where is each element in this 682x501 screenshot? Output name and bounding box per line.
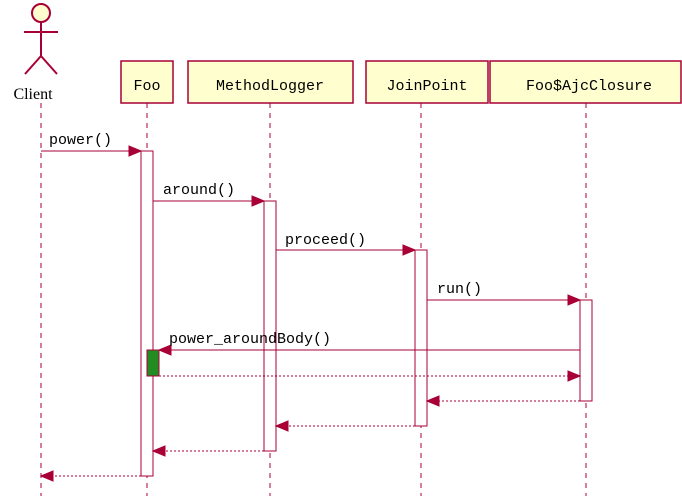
participant-box	[120, 60, 174, 104]
return-foo-to-client	[39, 470, 141, 482]
arrowhead-icon	[567, 294, 582, 306]
arrowhead-icon	[425, 395, 440, 407]
arrowhead-icon	[402, 244, 417, 256]
participant-label: Foo$AjcClosure	[526, 78, 652, 95]
message-run: run()	[427, 281, 582, 306]
stick-figure-actor-icon	[24, 3, 58, 75]
participant-label: JoinPoint	[386, 78, 467, 95]
arrowhead-icon	[567, 370, 582, 382]
arrowhead-icon	[274, 420, 289, 432]
activation-joinpoint	[414, 249, 428, 427]
return-ajcclosure-to-joinpoint	[425, 395, 580, 407]
arrowhead-icon	[251, 195, 266, 207]
participant-joinpoint: JoinPoint	[365, 60, 489, 104]
activation-ajcclosure	[579, 299, 593, 402]
message-label: around()	[163, 182, 235, 199]
message-label: power()	[49, 132, 112, 149]
message-label: power_aroundBody()	[169, 331, 331, 348]
activations	[140, 150, 593, 477]
activation-methodlogger	[263, 200, 277, 452]
message-label: run()	[437, 281, 482, 298]
arrowhead-icon	[39, 470, 54, 482]
messages: power() around() proceed() run() power_a…	[39, 132, 582, 482]
message-proceed: proceed()	[276, 232, 417, 256]
message-power-aroundbody: power_aroundBody()	[157, 331, 580, 356]
participant-label: Foo	[133, 78, 160, 95]
message-around: around()	[153, 182, 266, 207]
participant-foo: Foo	[120, 60, 174, 104]
participant-box	[489, 60, 682, 104]
arrowhead-icon	[157, 344, 172, 356]
participant-box	[365, 60, 489, 104]
message-label: proceed()	[285, 232, 366, 249]
actor-client: Client	[13, 3, 58, 103]
actor-label: Client	[13, 86, 53, 103]
return-foo-to-ajcclosure	[159, 370, 582, 382]
return-joinpoint-to-methodlogger	[274, 420, 415, 432]
activation-foo-nested	[146, 349, 160, 377]
arrowhead-icon	[151, 445, 166, 457]
participant-box	[187, 60, 354, 104]
participant-label: MethodLogger	[216, 78, 324, 95]
arrowhead-icon	[128, 145, 143, 157]
activation-foo	[140, 150, 154, 477]
participant-methodlogger: MethodLogger	[187, 60, 354, 104]
return-methodlogger-to-foo	[151, 445, 264, 457]
participant-ajcclosure: Foo$AjcClosure	[489, 60, 682, 104]
message-power: power()	[41, 132, 143, 157]
